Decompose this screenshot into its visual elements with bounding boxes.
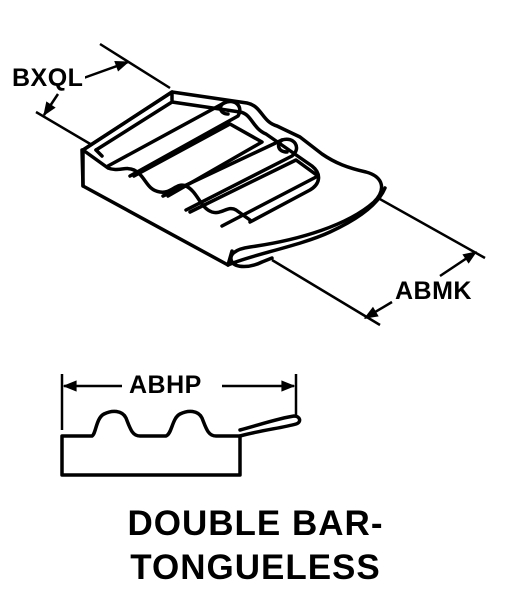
- dimension-abhp: [60, 374, 298, 430]
- label-bxql: BXQL: [10, 64, 86, 92]
- dimension-bxql: [35, 42, 171, 147]
- diagram-caption: DOUBLE BAR- TONGUELESS: [0, 502, 511, 590]
- buckle-wavy-edge: [81, 148, 252, 222]
- label-abhp: ABHP: [127, 371, 204, 399]
- buckle-inner-frame: [94, 100, 321, 224]
- profile-base: [60, 409, 242, 477]
- caption-line-2: TONGUELESS: [130, 548, 381, 587]
- buckle-isometric: [80, 90, 387, 269]
- dimension-abmk: [271, 196, 486, 327]
- buckle-side-profile: [60, 409, 302, 477]
- caption-line-1: DOUBLE BAR-: [127, 504, 384, 543]
- profile-lip: [238, 414, 302, 438]
- label-abmk: ABMK: [395, 277, 472, 305]
